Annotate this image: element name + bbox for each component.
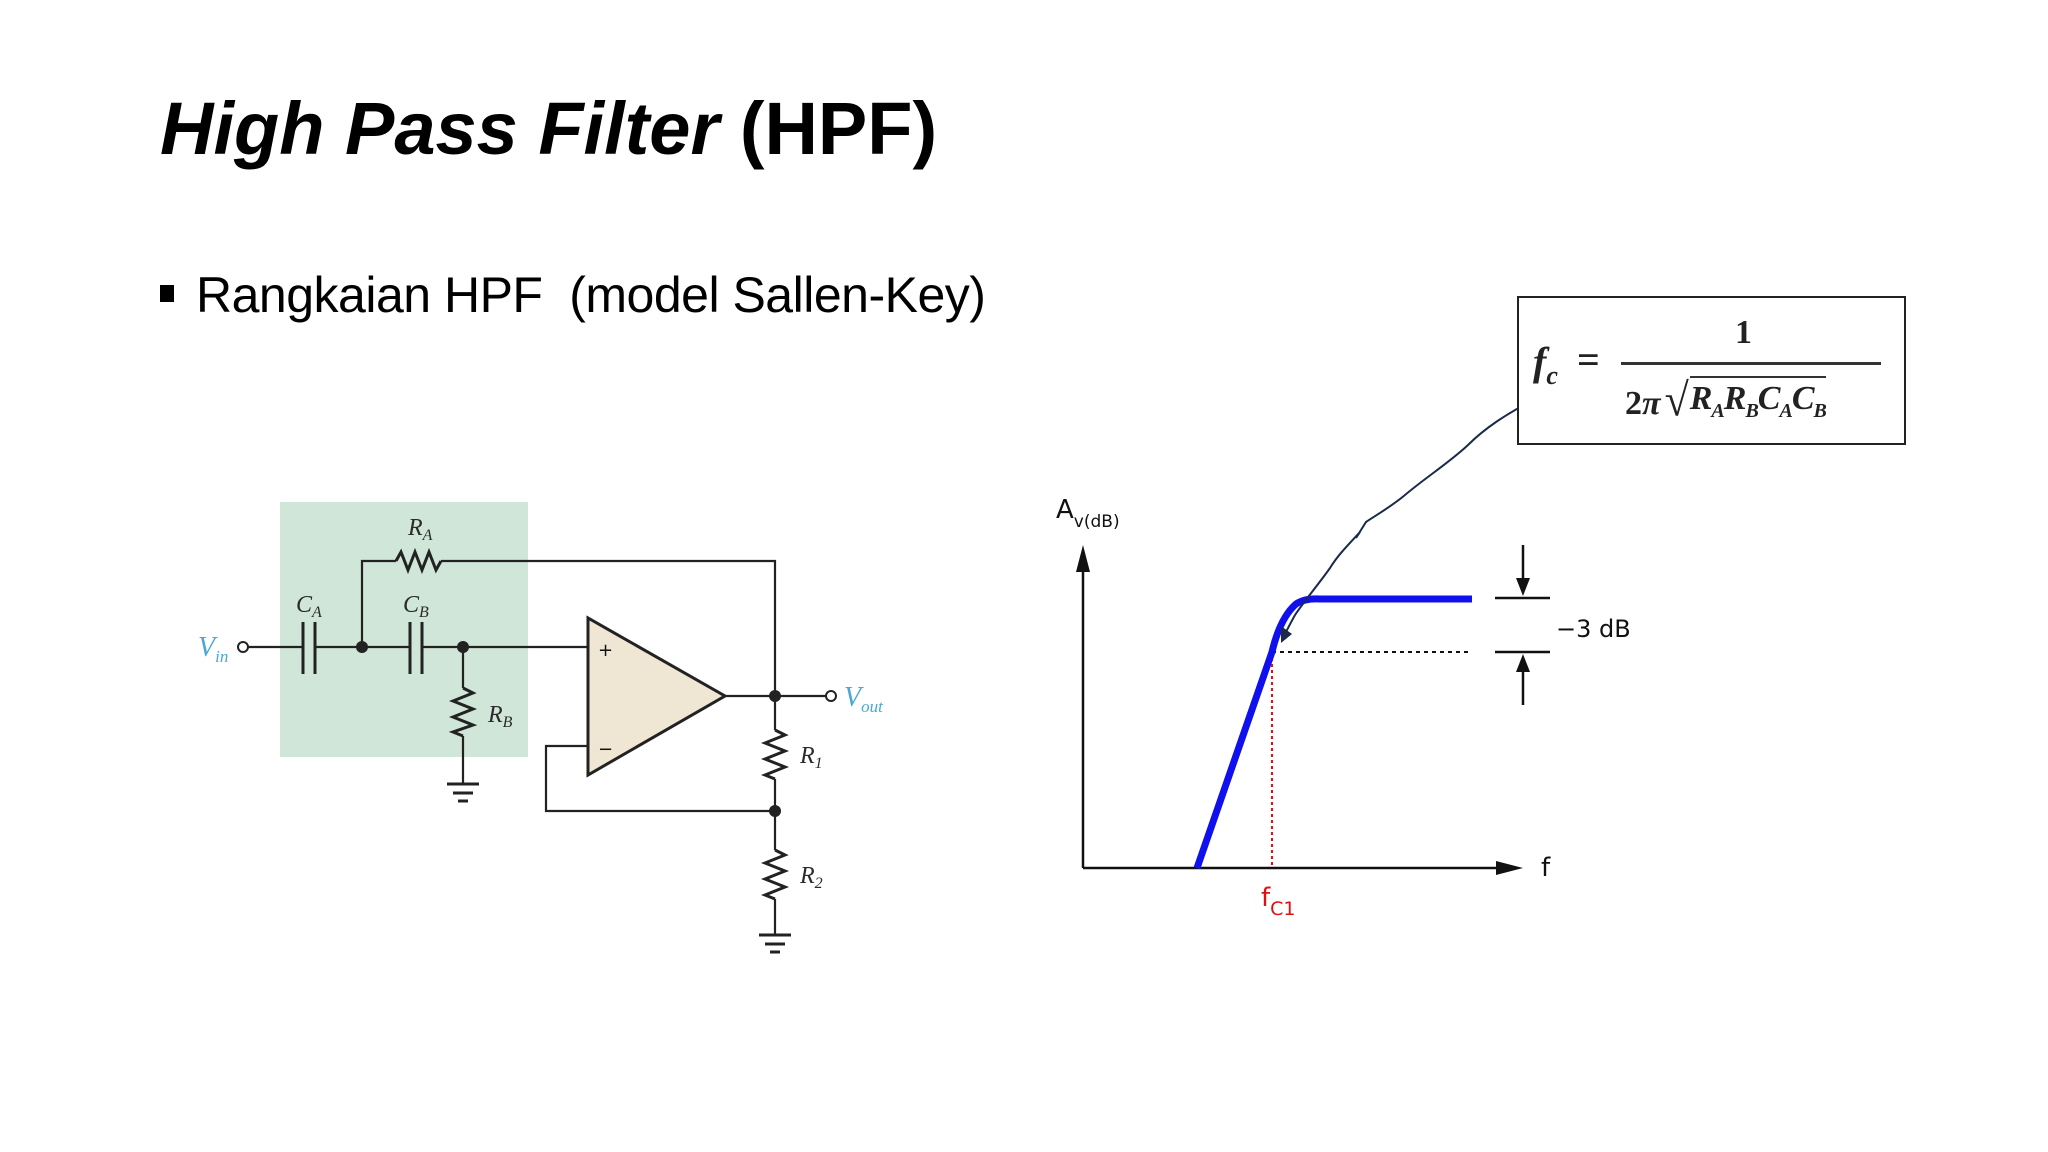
- opamp-minus: −: [598, 739, 613, 760]
- opamp: [586, 615, 729, 778]
- ra-label: RA: [407, 515, 433, 544]
- resistor-r1: [760, 728, 790, 781]
- junction-node: [769, 805, 781, 817]
- pointer-arrowhead-icon: [1281, 626, 1292, 643]
- slide-title-rest: (HPF): [719, 87, 938, 170]
- rb-label: RB: [487, 702, 513, 731]
- resistor-ra: [394, 547, 443, 575]
- resistor-r2: [760, 848, 790, 901]
- slide-title: High Pass Filter (HPF): [160, 88, 937, 169]
- fraction-bar: [1621, 362, 1881, 365]
- ca-label: CA: [296, 592, 322, 621]
- y-axis-arrow-icon: [1076, 545, 1090, 572]
- formula-radicand: RARBCACB: [1689, 376, 1827, 423]
- formula-equals: =: [1577, 337, 1600, 382]
- formula-numerator: 1: [1735, 314, 1752, 351]
- vin-terminal: [237, 641, 249, 653]
- fc-tick-label: fC1: [1261, 883, 1296, 920]
- arrow-up-icon: [1516, 654, 1530, 672]
- bullet-text: Rangkaian HPF (model Sallen-Key): [196, 267, 986, 323]
- junction-node: [356, 641, 368, 653]
- resistor-rb: [448, 686, 478, 738]
- ground-icon: [447, 782, 479, 803]
- y-axis-label: Av(dB): [1056, 495, 1120, 532]
- ground-icon: [759, 933, 791, 954]
- r1-label: R1: [799, 743, 823, 772]
- junction-node: [769, 690, 781, 702]
- cb-label: CB: [403, 592, 429, 621]
- hand-drawn-pointer-arrow: [1283, 399, 1534, 637]
- minus-3db-marker: [1495, 545, 1550, 705]
- opamp-plus: +: [598, 640, 613, 661]
- minus-3db-label: −3 dB: [1556, 615, 1631, 643]
- r2-label: R2: [799, 863, 823, 892]
- x-axis-arrow-icon: [1496, 861, 1523, 875]
- rc-network-highlight: [280, 502, 528, 757]
- arrow-down-icon: [1516, 578, 1530, 596]
- response-curve: [1193, 595, 1472, 870]
- slide-title-italic: High Pass Filter: [160, 87, 720, 170]
- bullet-square-icon: [160, 284, 174, 302]
- vout-terminal: [825, 690, 837, 702]
- formula-lhs: fc: [1533, 339, 1558, 390]
- vin-label: Vin: [198, 632, 228, 666]
- junction-node: [457, 641, 469, 653]
- x-axis-label: f: [1541, 853, 1551, 883]
- vout-label: Vout: [844, 682, 884, 716]
- sqrt-icon: √: [1664, 374, 1689, 426]
- bullet-item: Rangkaian HPF (model Sallen-Key): [160, 267, 986, 323]
